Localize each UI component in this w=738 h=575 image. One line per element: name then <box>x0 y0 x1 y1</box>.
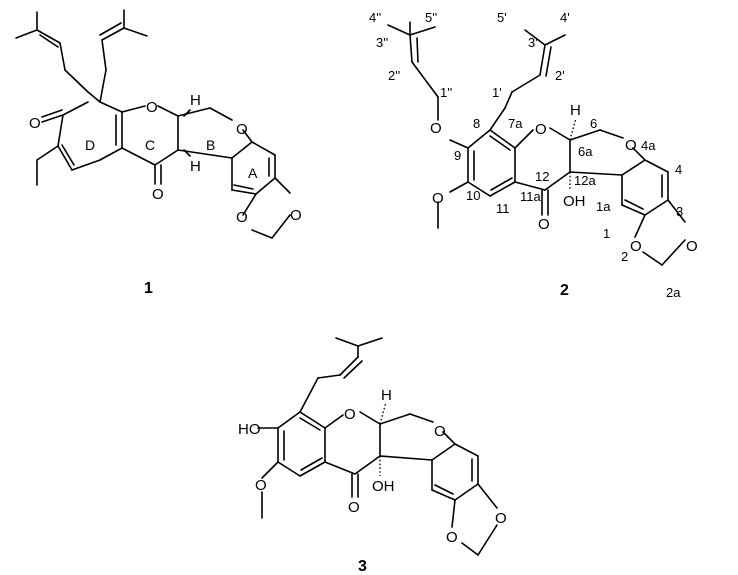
c2-locant-1a: 1a <box>596 199 611 214</box>
compound-2-number: 2 <box>560 282 569 299</box>
c2-hydroxyl: OH <box>563 193 586 210</box>
c2-locant-4prime: 4' <box>560 10 570 25</box>
c2-locant-6a: 6a <box>578 144 593 159</box>
c2-locant-6: 6 <box>590 116 597 131</box>
compound-3-labels: HO O O O O O OH H O 3 <box>238 387 507 575</box>
c3-carbonyl-oxygen: O <box>348 499 360 516</box>
c2-locant-3dprime: 3'' <box>376 35 388 50</box>
c3-hydroxyl-12a: OH <box>372 478 395 495</box>
compound-1-structure <box>15 9 291 239</box>
c2-locant-1dprime: 1'' <box>440 85 452 100</box>
c2-locant-2prime: 2' <box>555 68 565 83</box>
c1-carbonyl-oxygen: O <box>152 186 164 203</box>
c1-pyran-b-oxygen: O <box>236 121 248 138</box>
c1-ring-d-label: D <box>85 137 95 153</box>
c3-pyran-c-oxygen: O <box>344 406 356 423</box>
c2-locant-9: 9 <box>454 148 461 163</box>
compound-2-structure <box>387 21 686 266</box>
c3-pyran-b-oxygen: O <box>434 423 446 440</box>
c2-locant-2a: 2a <box>666 285 681 300</box>
compound-2-labels: O O O O O O OH H O 4'' 5'' 3'' 2'' 1'' 5… <box>369 10 698 300</box>
c2-locant-1prime: 1' <box>492 85 502 100</box>
c2-locant-11: 11 <box>496 201 510 216</box>
c1-ketone-oxygen: O <box>29 115 41 132</box>
c2-pyran-b-oxygen: O <box>625 137 637 154</box>
c2-locant-4: 4 <box>675 162 682 177</box>
c2-carbonyl-oxygen: O <box>538 216 550 233</box>
c2-methoxy-oxygen: O <box>432 190 444 207</box>
c1-dioxole-oxygen-bottom: O <box>236 209 248 226</box>
c3-dioxole-oxygen-bottom: O <box>446 529 458 546</box>
c2-dioxole-oxygen-bottom: O <box>630 238 642 255</box>
c2-locant-12: 12 <box>535 169 549 184</box>
compound-1-labels: O O O O O O H H D C B A 1 <box>29 92 302 297</box>
compound-3-structure <box>257 337 498 556</box>
c2-locant-3: 3 <box>676 204 683 219</box>
c2-locant-1: 1 <box>603 226 610 241</box>
c1-hydrogen-top: H <box>190 92 201 109</box>
c1-dioxole-oxygen-top: O <box>290 207 302 224</box>
c1-hydrogen-bottom: H <box>190 158 201 175</box>
c2-locant-7a: 7a <box>508 116 523 131</box>
c2-locant-11a: 11a <box>520 189 541 204</box>
c2-dioxole-oxygen-top: O <box>686 238 698 255</box>
c2-locant-3prime: 3' <box>528 35 538 50</box>
c2-hydrogen-6a: H <box>570 102 581 119</box>
c2-locant-4a: 4a <box>641 138 656 153</box>
c1-pyran-c-oxygen: O <box>146 99 158 116</box>
c3-methoxy-oxygen: O <box>255 477 267 494</box>
c2-locant-8: 8 <box>473 116 480 131</box>
c1-ring-b-label: B <box>206 137 215 153</box>
compound-1-number: 1 <box>144 280 153 297</box>
compound-3-number: 3 <box>358 558 367 575</box>
c1-ring-a-label: A <box>248 165 258 181</box>
c2-locant-5prime: 5' <box>497 10 507 25</box>
c2-locant-10: 10 <box>466 188 480 203</box>
c2-locant-12a: 12a <box>574 173 596 188</box>
c3-hydrogen-6a: H <box>381 387 392 404</box>
c2-locant-2dprime: 2'' <box>388 68 400 83</box>
c2-locant-4dprime: 4'' <box>369 10 381 25</box>
c1-ring-c-label: C <box>145 137 155 153</box>
c2-locant-2: 2 <box>621 249 628 264</box>
c3-dioxole-oxygen-top: O <box>495 510 507 527</box>
c3-hydroxyl-phenol: HO <box>238 421 261 438</box>
c2-pyran-c-oxygen: O <box>535 121 547 138</box>
c2-ether-oxygen: O <box>430 120 442 137</box>
c2-locant-5dprime: 5'' <box>425 10 437 25</box>
